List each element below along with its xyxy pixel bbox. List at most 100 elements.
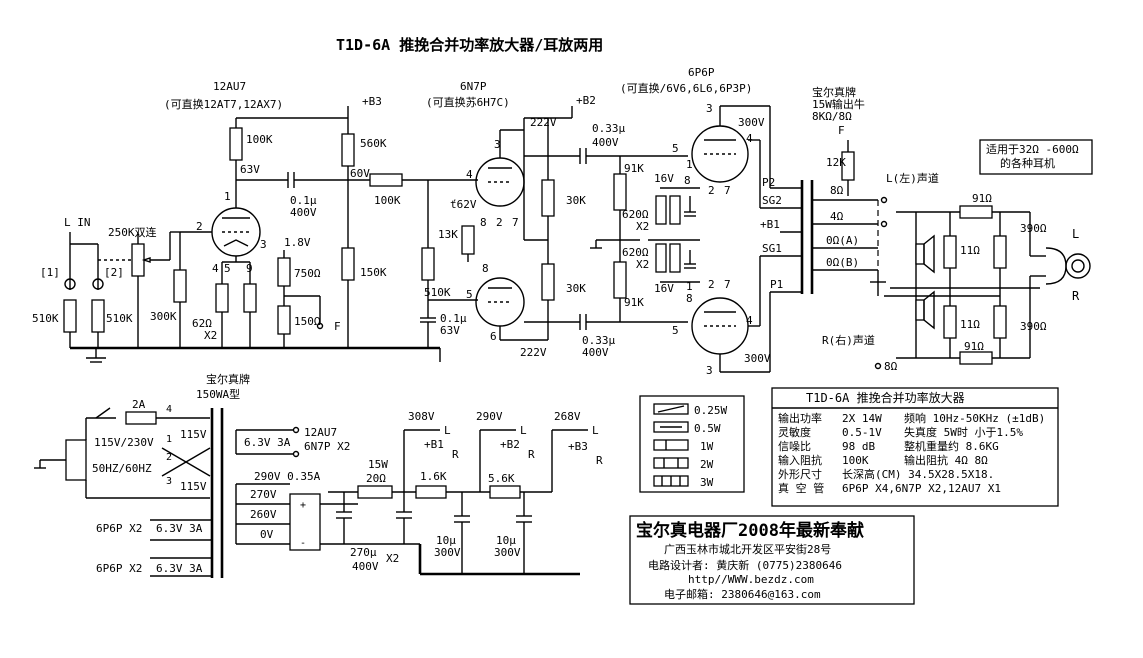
svg-text:5: 5: [672, 324, 679, 337]
svg-text:510K: 510K: [32, 312, 59, 325]
svg-text:5.6K: 5.6K: [488, 472, 515, 485]
svg-text:12K: 12K: [826, 156, 846, 169]
svg-text:63V: 63V: [440, 324, 460, 337]
svg-text:F: F: [838, 124, 845, 137]
power-supply: 宝尔真牌 150WA型 2A 115V/230V 50HZ/60HZ 4 1 2…: [34, 372, 603, 578]
spec-cell: 外形尺寸: [778, 467, 822, 481]
spec-cell: 灵敏度: [778, 425, 811, 439]
svg-text:620Ω: 620Ω: [622, 208, 649, 221]
resistor-150k: [341, 247, 355, 281]
tube-6p6p-lower: [691, 297, 749, 355]
spec-cell: 整机重量约 8.6KG: [904, 439, 999, 453]
svg-text:0.5W: 0.5W: [694, 422, 721, 435]
svg-text:8: 8: [684, 174, 691, 187]
input-section: L IN 250K双连 [1] [2] 510K 510K: [32, 216, 180, 363]
svg-text:6N7P X2: 6N7P X2: [304, 440, 350, 453]
svg-text:R: R: [528, 448, 535, 461]
svg-text:7: 7: [724, 278, 731, 291]
svg-text:ť62V: ť62V: [450, 198, 477, 211]
svg-text:222V: 222V: [530, 116, 557, 129]
svg-text:R: R: [452, 448, 459, 461]
svg-text:510K: 510K: [424, 286, 451, 299]
svg-text:0Ω(B): 0Ω(B): [826, 256, 859, 269]
svg-text:91Ω: 91Ω: [972, 192, 992, 205]
svg-text:20Ω: 20Ω: [366, 472, 386, 485]
svg-text:8: 8: [480, 216, 487, 229]
svg-text:[1]: [1]: [40, 266, 60, 279]
output-transformer: 宝尔真牌 15W输出牛 8KΩ/8Ω P2 SG2 +B1 SG1 P1 F 1…: [760, 85, 888, 296]
svg-text:电路设计者: 黄庆新 (0775)2380646: 电路设计者: 黄庆新 (0775)2380646: [648, 558, 842, 572]
svg-text:R: R: [596, 454, 603, 467]
svg-text:3: 3: [166, 476, 172, 487]
svg-text:115V/230V: 115V/230V: [94, 436, 154, 449]
svg-text:400V: 400V: [290, 206, 317, 219]
svg-text:150WA型: 150WA型: [196, 387, 240, 401]
svg-text:63V: 63V: [240, 163, 260, 176]
svg-text:1: 1: [686, 280, 693, 293]
svg-text:2: 2: [196, 220, 203, 233]
tube-12au7-label: 12AU7: [213, 80, 246, 93]
svg-text:T1D-6A 推挽合并功率放大器: T1D-6A 推挽合并功率放大器: [806, 390, 965, 405]
svg-text:SG2: SG2: [762, 194, 782, 207]
tube-12au7-alt: (可直换12AT7,12AX7): [164, 97, 283, 111]
svg-text:6: 6: [490, 330, 497, 343]
spec-cell: 100K: [842, 454, 869, 467]
svg-text:10μ: 10μ: [436, 534, 456, 547]
spec-cell: 0.5-1V: [842, 426, 882, 439]
svg-text:6.3V 3A: 6.3V 3A: [156, 562, 203, 575]
svg-text:7: 7: [512, 216, 519, 229]
svg-text:+B3: +B3: [568, 440, 588, 453]
resistor-100k: [229, 127, 243, 161]
svg-text:1: 1: [166, 434, 172, 445]
svg-text:X2: X2: [636, 220, 649, 233]
svg-text:5: 5: [672, 142, 679, 155]
svg-text:0.33μ: 0.33μ: [592, 122, 625, 135]
svg-text:260V: 260V: [250, 508, 277, 521]
spec-cell: 长深高(CM) 34.5X28.5X18.: [842, 467, 994, 481]
svg-text:62Ω: 62Ω: [192, 317, 212, 330]
spec-cell: 输出阻抗 4Ω 8Ω: [904, 453, 988, 467]
svg-text:-: -: [300, 538, 306, 549]
svg-text:8KΩ/8Ω: 8KΩ/8Ω: [812, 110, 852, 123]
svg-text:3W: 3W: [700, 476, 714, 489]
svg-text:290V 0.35A: 290V 0.35A: [254, 470, 321, 483]
svg-text:+B2: +B2: [500, 438, 520, 451]
svg-text:R(右)声道: R(右)声道: [822, 333, 875, 347]
speaker-right-icon: [915, 299, 925, 321]
svg-text:4: 4: [466, 168, 473, 181]
svg-text:400V: 400V: [592, 136, 619, 149]
svg-text:http//WWW.bezdz.com: http//WWW.bezdz.com: [688, 573, 814, 586]
svg-text:P1: P1: [770, 278, 783, 291]
spec-cell: 输入阻抗: [778, 453, 822, 467]
svg-text:L: L: [1072, 227, 1079, 241]
svg-text:3: 3: [494, 138, 501, 151]
svg-text:2: 2: [496, 216, 503, 229]
svg-text:4Ω: 4Ω: [830, 210, 844, 223]
svg-text:30K: 30K: [566, 194, 586, 207]
svg-text:268V: 268V: [554, 410, 581, 423]
svg-text:1: 1: [224, 190, 231, 203]
svg-text:5: 5: [466, 288, 473, 301]
company-footer: 宝尔真电器厂2008年最新奉献 广西玉林市城北开发区平安街28号 电路设计者: …: [629, 515, 915, 605]
svg-text:1.6K: 1.6K: [420, 470, 447, 483]
svg-text:R: R: [1072, 289, 1080, 303]
spec-cell: 2X 14W: [842, 412, 882, 425]
svg-text:222V: 222V: [520, 346, 547, 359]
headphone-note-box: [979, 139, 1093, 175]
speaker-left-icon: [915, 243, 925, 265]
svg-text:6N7P: 6N7P: [460, 80, 487, 93]
svg-text:150Ω: 150Ω: [294, 315, 321, 328]
svg-text:60V: 60V: [350, 167, 370, 180]
svg-text:5: 5: [224, 262, 231, 275]
svg-text:L IN: L IN: [64, 216, 91, 229]
svg-text:115V: 115V: [180, 480, 207, 493]
svg-text:115V: 115V: [180, 428, 207, 441]
svg-text:2A: 2A: [132, 398, 146, 411]
svg-text:50HZ/60HZ: 50HZ/60HZ: [92, 462, 152, 475]
svg-text:的各种耳机: 的各种耳机: [1000, 156, 1055, 170]
svg-text:8Ω: 8Ω: [830, 184, 844, 197]
svg-text:1.8V: 1.8V: [284, 236, 311, 249]
svg-text:300V: 300V: [744, 352, 771, 365]
svg-text:13K: 13K: [438, 228, 458, 241]
